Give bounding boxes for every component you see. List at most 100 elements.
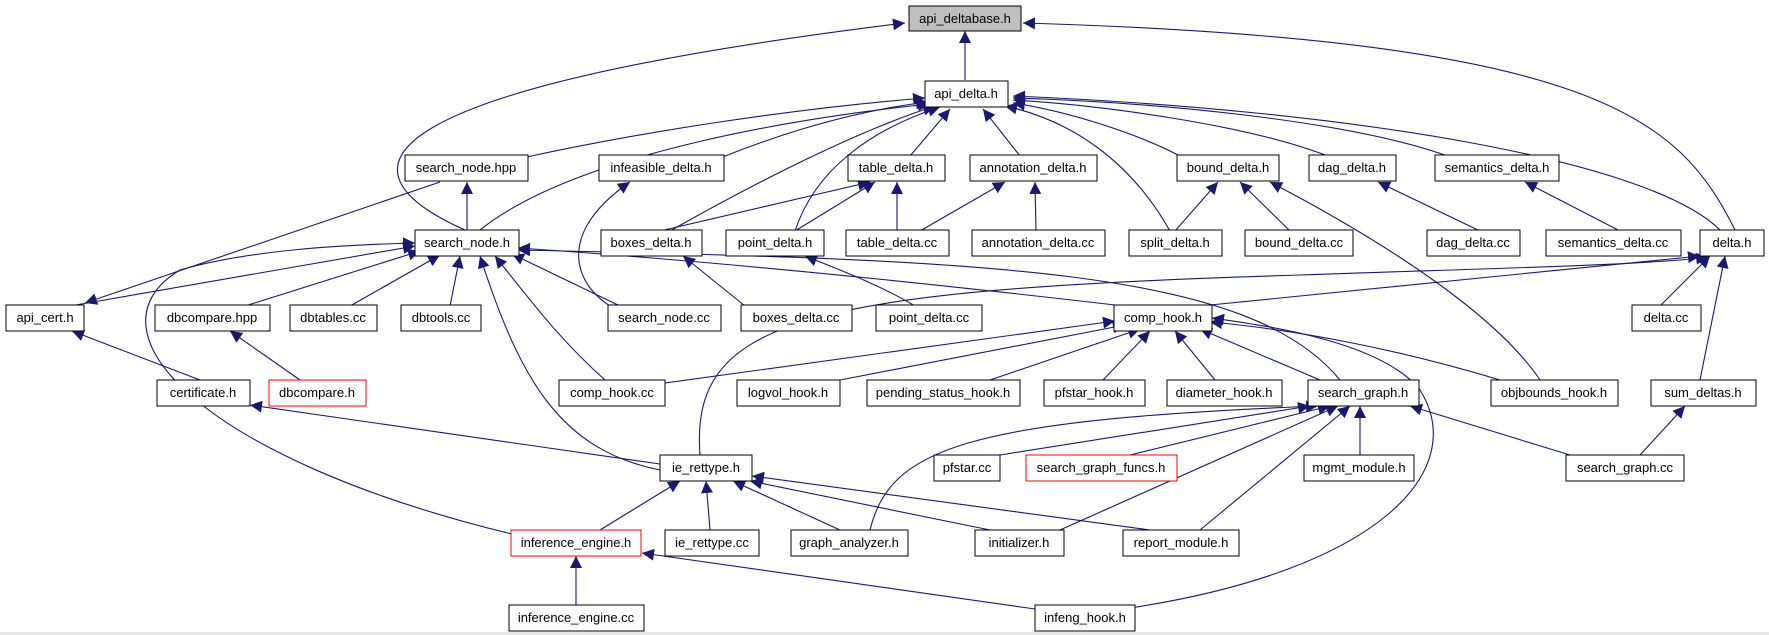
edge-ie_rettype_h-to-search_node_h bbox=[477, 255, 661, 471]
node-search_node_hpp[interactable]: search_node.hpp bbox=[404, 154, 529, 182]
node-point_delta_cc[interactable]: point_delta.cc bbox=[875, 304, 983, 332]
edge-point_delta_cc-to-point_delta_h bbox=[804, 254, 916, 307]
node-comp_hook_cc[interactable]: comp_hook.cc bbox=[558, 379, 666, 407]
edge-api_cert_h-to-search_node_h bbox=[69, 242, 416, 307]
node-label: table_delta.h bbox=[859, 160, 933, 175]
edge-search_node_cc-to-search_node_h bbox=[511, 253, 621, 307]
node-label: diameter_hook.h bbox=[1176, 385, 1273, 400]
edge-bound_delta_h-to-api_delta_h bbox=[1012, 98, 1181, 157]
node-label: pending_status_hook.h bbox=[876, 385, 1010, 400]
edge-objbounds_hook_h-to-comp_hook_h bbox=[1209, 317, 1501, 381]
node-pfstar_cc[interactable]: pfstar.cc bbox=[933, 454, 1001, 482]
node-api_delta_h[interactable]: api_delta.h bbox=[924, 80, 1009, 108]
edge-semantics_delta_cc-to-semantics_delta_h bbox=[1524, 181, 1621, 232]
node-search_graph_funcs_h[interactable]: search_graph_funcs.h bbox=[1025, 454, 1178, 482]
node-split_delta_h[interactable]: split_delta.h bbox=[1128, 229, 1223, 257]
node-semantics_delta_h[interactable]: semantics_delta.h bbox=[1434, 154, 1560, 182]
node-mgmt_module_h[interactable]: mgmt_module.h bbox=[1303, 454, 1415, 482]
node-semantics_delta_cc[interactable]: semantics_delta.cc bbox=[1545, 229, 1682, 257]
edge-boxes_delta_h-to-table_delta_h bbox=[659, 178, 871, 232]
node-point_delta_h[interactable]: point_delta.h bbox=[725, 229, 825, 257]
node-label: mgmt_module.h bbox=[1312, 460, 1405, 475]
node-search_graph_cc[interactable]: search_graph.cc bbox=[1565, 454, 1685, 482]
edge-graph_analyzer_h-to-search_graph_h bbox=[869, 400, 1319, 531]
edge-boxes_delta_cc-to-boxes_delta_h bbox=[682, 255, 746, 307]
node-certificate_h[interactable]: certificate.h bbox=[156, 379, 251, 407]
node-delta_cc[interactable]: delta.cc bbox=[1631, 304, 1702, 332]
node-objbounds_hook_h[interactable]: objbounds_hook.h bbox=[1490, 379, 1619, 407]
edge-dbtools_cc-to-search_node_h bbox=[449, 255, 464, 307]
node-label: point_delta.cc bbox=[889, 310, 970, 325]
node-label: pfstar_hook.h bbox=[1055, 385, 1134, 400]
edge-sum_deltas_h-to-delta_h bbox=[1699, 255, 1729, 381]
node-label: api_cert.h bbox=[16, 310, 73, 325]
edge-annotation_delta_cc-to-annotation_delta_h bbox=[1029, 181, 1042, 232]
node-graph_analyzer_h[interactable]: graph_analyzer.h bbox=[790, 529, 909, 557]
node-inference_engine_cc[interactable]: inference_engine.cc bbox=[508, 604, 645, 632]
node-boxes_delta_h[interactable]: boxes_delta.h bbox=[600, 229, 703, 257]
node-bound_delta_h[interactable]: bound_delta.h bbox=[1176, 154, 1280, 182]
node-label: point_delta.h bbox=[738, 235, 812, 250]
node-report_module_h[interactable]: report_module.h bbox=[1122, 529, 1240, 557]
node-dag_delta_cc[interactable]: dag_delta.cc bbox=[1426, 229, 1521, 257]
node-label: dbcompare.h bbox=[279, 385, 355, 400]
node-bound_delta_cc[interactable]: bound_delta.cc bbox=[1244, 229, 1354, 257]
edge-inference_engine_h-to-search_node_h bbox=[145, 237, 521, 537]
edge-comp_hook_cc-to-comp_hook_h bbox=[664, 316, 1116, 384]
node-pending_status_hook_h[interactable]: pending_status_hook.h bbox=[866, 379, 1021, 407]
node-dag_delta_h[interactable]: dag_delta.h bbox=[1308, 154, 1397, 182]
node-logvol_hook_h[interactable]: logvol_hook.h bbox=[736, 379, 841, 407]
edge-report_module_h-to-ie_rettype_h bbox=[751, 471, 1151, 531]
node-inference_engine_h[interactable]: inference_engine.h bbox=[510, 529, 642, 557]
node-annotation_delta_h[interactable]: annotation_delta.h bbox=[969, 154, 1098, 182]
node-diameter_hook_h[interactable]: diameter_hook.h bbox=[1166, 379, 1283, 407]
node-dbtools_cc[interactable]: dbtools.cc bbox=[400, 304, 482, 332]
node-infeng_hook_h[interactable]: infeng_hook.h bbox=[1034, 604, 1136, 632]
node-label: api_delta.h bbox=[934, 86, 998, 101]
edge-inference_engine_h-to-ie_rettype_h bbox=[599, 480, 681, 531]
node-dbcompare_h[interactable]: dbcompare.h bbox=[268, 379, 367, 407]
node-infeasible_delta_h[interactable]: infeasible_delta.h bbox=[598, 154, 725, 182]
node-search_graph_h[interactable]: search_graph.h bbox=[1307, 379, 1420, 407]
node-annotation_delta_cc[interactable]: annotation_delta.cc bbox=[971, 229, 1106, 257]
node-label: boxes_delta.h bbox=[611, 235, 692, 250]
node-label: search_graph.cc bbox=[1577, 460, 1674, 475]
node-label: search_graph.h bbox=[1318, 385, 1408, 400]
node-label: comp_hook.cc bbox=[570, 385, 654, 400]
node-ie_rettype_h[interactable]: ie_rettype.h bbox=[659, 454, 753, 482]
node-label: graph_analyzer.h bbox=[799, 535, 899, 550]
node-search_node_h[interactable]: search_node.h bbox=[414, 229, 520, 257]
node-table_delta_cc[interactable]: table_delta.cc bbox=[845, 229, 950, 257]
edge-semantics_delta_h-to-api_delta_h bbox=[1012, 92, 1451, 158]
horizontal-scrollbar[interactable] bbox=[0, 632, 1769, 635]
edge-pending_status_hook_h-to-comp_hook_h bbox=[989, 327, 1141, 381]
node-api_deltabase_h[interactable]: api_deltabase.h bbox=[908, 5, 1022, 32]
edge-search_graph_funcs_h-to-search_graph_h bbox=[1129, 403, 1331, 456]
node-label: bound_delta.h bbox=[1187, 160, 1269, 175]
node-comp_hook_h[interactable]: comp_hook.h bbox=[1113, 304, 1213, 332]
node-ie_rettype_cc[interactable]: ie_rettype.cc bbox=[664, 529, 760, 557]
node-initializer_h[interactable]: initializer.h bbox=[974, 529, 1065, 557]
edge-dag_delta_h-to-api_delta_h bbox=[1012, 94, 1331, 158]
node-table_delta_h[interactable]: table_delta.h bbox=[847, 154, 946, 182]
node-label: search_node.cc bbox=[618, 310, 710, 325]
node-label: boxes_delta.cc bbox=[753, 310, 840, 325]
edge-bound_delta_cc-to-bound_delta_h bbox=[1239, 181, 1291, 232]
node-boxes_delta_cc[interactable]: boxes_delta.cc bbox=[740, 304, 853, 332]
node-dbtables_cc[interactable]: dbtables.cc bbox=[289, 304, 378, 332]
edge-diameter_hook_h-to-comp_hook_h bbox=[1174, 330, 1216, 381]
file-nodes: api_deltabase.h api_delta.h search_node.… bbox=[5, 5, 1765, 632]
node-label: sum_deltas.h bbox=[1664, 385, 1741, 400]
node-label: dbtools.cc bbox=[412, 310, 471, 325]
node-dbcompare_hpp[interactable]: dbcompare.hpp bbox=[154, 304, 271, 332]
node-delta_h[interactable]: delta.h bbox=[1699, 229, 1765, 257]
node-pfstar_hook_h[interactable]: pfstar_hook.h bbox=[1043, 379, 1146, 407]
node-search_node_cc[interactable]: search_node.cc bbox=[607, 304, 722, 332]
edge-infeasible_delta_h-to-api_delta_h bbox=[719, 97, 929, 159]
node-sum_deltas_h[interactable]: sum_deltas.h bbox=[1650, 379, 1757, 407]
node-label: semantics_delta.h bbox=[1445, 160, 1550, 175]
node-label: annotation_delta.h bbox=[980, 160, 1087, 175]
edge-initializer_h-to-ie_rettype_h bbox=[749, 477, 991, 531]
node-api_cert_h[interactable]: api_cert.h bbox=[5, 304, 85, 332]
